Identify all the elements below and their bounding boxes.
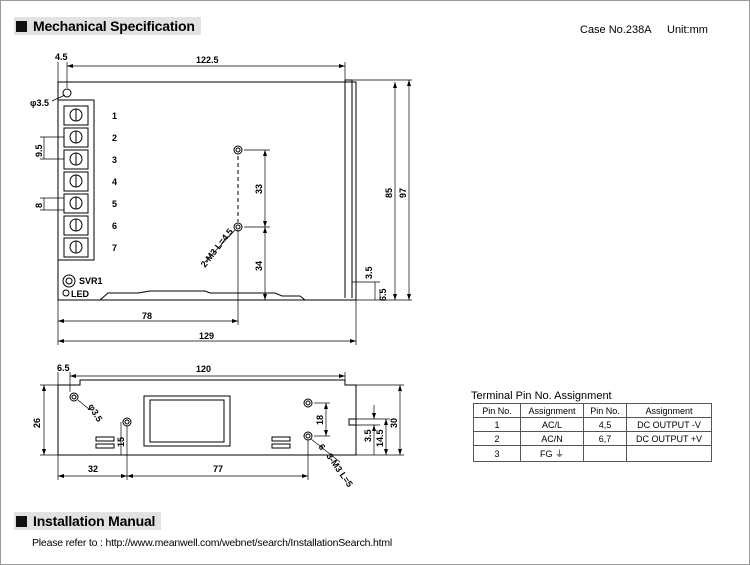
table-cell: 3 xyxy=(473,445,521,462)
table-cell: 4,5 xyxy=(583,417,627,432)
dim-33: 33 xyxy=(254,184,264,194)
dim-6-5-side-view: 6.5 xyxy=(57,363,70,373)
header-square-icon xyxy=(16,20,27,32)
dim-97: 97 xyxy=(398,188,408,198)
table-cell: AC/N xyxy=(520,431,584,446)
dim-14-5: 14.5 xyxy=(375,429,385,447)
table-cell: AC/L xyxy=(520,417,584,432)
led-label: LED xyxy=(71,289,90,299)
installation-header: Installation Manual xyxy=(14,512,162,530)
table-header-cell: Assignment xyxy=(626,403,712,418)
table-cell: DC OUTPUT +V xyxy=(626,431,712,446)
dim-6-5-side: 6.5 xyxy=(378,288,388,301)
table-cell: FG ⏚ xyxy=(520,445,584,462)
dim-6: 6 xyxy=(316,442,327,452)
dim-30: 30 xyxy=(389,418,399,428)
table-cell xyxy=(626,445,712,462)
dim-34: 34 xyxy=(254,261,264,271)
installation-title: Installation Manual xyxy=(33,513,156,529)
dim-hole-3-5: φ3.5 xyxy=(30,98,49,108)
table-cell xyxy=(583,445,627,462)
terminal-label-2: 2 xyxy=(112,133,117,143)
dim-85: 85 xyxy=(384,188,394,198)
terminal-table-title: Terminal Pin No. Assignment xyxy=(471,390,612,402)
svr-label: SVR1 xyxy=(79,276,103,286)
dim-9-5: 9.5 xyxy=(34,144,44,157)
case-number: Case No.238A xyxy=(580,24,652,36)
dim-4-5-top: 4.5 xyxy=(55,52,68,62)
header-square-icon xyxy=(16,515,27,527)
dim-120: 120 xyxy=(196,364,211,374)
dim-129: 129 xyxy=(199,331,214,341)
terminal-label-5: 5 xyxy=(112,199,117,209)
table-cell: 1 xyxy=(473,417,521,432)
dim-26: 26 xyxy=(32,418,42,428)
top-view-drawing: 4.5 122.5 φ3.5 9.5 8 33 34 85 97 3.5 6.5… xyxy=(30,52,412,345)
terminal-label-1: 1 xyxy=(112,111,117,121)
terminal-label-6: 6 xyxy=(112,221,117,231)
table-header-cell: Pin No. xyxy=(473,403,521,418)
side-view-drawing: 6.5 120 26 φ3.5 15 18 6 3-M3 L=5 3.5 14.… xyxy=(32,363,404,489)
installation-link-text: Please refer to : http://www.meanwell.co… xyxy=(32,537,393,549)
terminal-label-4: 4 xyxy=(112,177,117,187)
terminal-label-7: 7 xyxy=(112,243,117,253)
dim-hole-3-5-side: φ3.5 xyxy=(86,402,104,423)
terminal-pin-table: Pin No. Assignment Pin No. Assignment 1 … xyxy=(473,403,712,462)
table-cell: 6,7 xyxy=(583,431,627,446)
mechanical-spec-title: Mechanical Specification xyxy=(33,18,195,34)
top-hole-callout: 2-M3 L=4.5 xyxy=(199,227,235,270)
table-header-row: Pin No. Assignment Pin No. Assignment xyxy=(473,403,712,418)
mechanical-spec-header: Mechanical Specification xyxy=(14,17,201,35)
table-header-cell: Assignment xyxy=(520,403,584,418)
table-row: 2 AC/N 6,7 DC OUTPUT +V xyxy=(473,431,712,446)
dim-18: 18 xyxy=(315,415,325,425)
terminal-label-3: 3 xyxy=(112,155,117,165)
dim-3-5-notch: 3.5 xyxy=(363,429,373,442)
dim-15: 15 xyxy=(116,437,126,447)
table-header-cell: Pin No. xyxy=(583,403,627,418)
dim-78: 78 xyxy=(142,311,152,321)
table-row: 3 FG ⏚ xyxy=(473,445,712,462)
table-cell: DC OUTPUT -V xyxy=(626,417,712,432)
dim-3-5-side: 3.5 xyxy=(364,266,374,279)
dim-8: 8 xyxy=(34,203,44,208)
unit-label: Unit:mm xyxy=(667,24,708,36)
side-hole-callout: 3-M3 L=5 xyxy=(324,451,354,488)
table-row: 1 AC/L 4,5 DC OUTPUT -V xyxy=(473,417,712,432)
table-cell: 2 xyxy=(473,431,521,446)
dim-122-5: 122.5 xyxy=(196,55,219,65)
dim-77: 77 xyxy=(213,464,223,474)
dim-32: 32 xyxy=(88,464,98,474)
